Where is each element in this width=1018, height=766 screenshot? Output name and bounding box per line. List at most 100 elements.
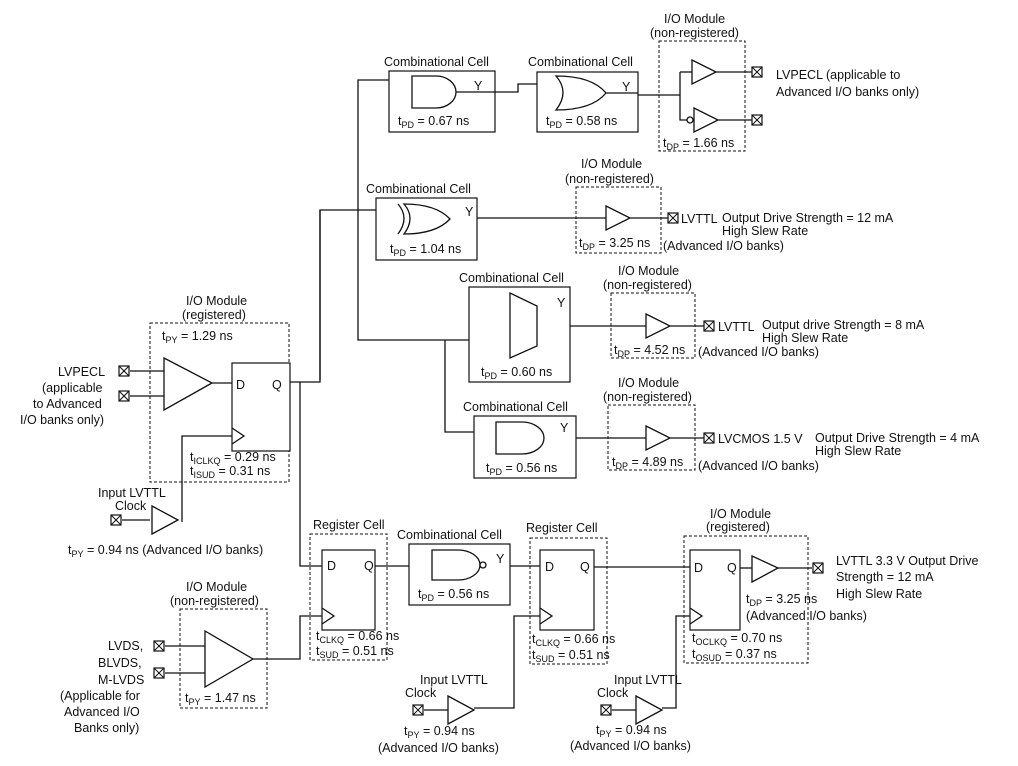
flip-flop-icon (231, 362, 291, 452)
output-buffer-icon (751, 554, 780, 584)
tpy-label: tPY = 1.47 ns (185, 691, 256, 707)
pin-icon (600, 704, 612, 716)
pin-y: Y (474, 79, 483, 93)
svg-text:M-LVDS: M-LVDS (98, 673, 144, 687)
tpy-label: tPY = 0.94 ns (596, 723, 667, 739)
tpd-label: tPD = 0.60 ns (481, 365, 552, 381)
pin-y: Y (622, 80, 631, 94)
io-module-top: I/O Module (non-registered) tDP = 1.66 n… (650, 12, 746, 152)
tpy-label: tPY = 0.94 ns (Advanced I/O banks) (68, 543, 263, 559)
cell-title: Combinational Cell (366, 182, 471, 196)
nand-gate-icon (431, 549, 481, 581)
pin-icon (118, 365, 130, 377)
svg-text:Advanced I/O: Advanced I/O (64, 705, 140, 719)
tpy-label: tPY = 0.94 ns (404, 724, 475, 740)
tdp-label: tDP = 3.25 ns (746, 592, 817, 608)
io-module-lvcmos: I/O Module (non-registered) tDP = 4.89 n… (603, 376, 696, 471)
clock-label-2: Clock (405, 686, 437, 700)
tpd-label: tPD = 1.04 ns (390, 242, 461, 258)
output-desc: Output Drive Strength = 12 mA (722, 211, 894, 225)
output-name: LVCMOS 1.5 V (718, 432, 803, 446)
tpd-label: tPD = 0.56 ns (418, 587, 489, 603)
output-name: LVTTL (718, 320, 755, 334)
register-cell-1: Register Cell D Q tCLKQ = 0.66 ns tSUD =… (309, 518, 399, 661)
input-buffer-icon (204, 629, 255, 689)
pin-d: D (545, 560, 554, 574)
pin-icon (153, 667, 165, 679)
nand-cell: Combinational Cell Y tPD = 0.56 ns (397, 528, 511, 606)
and-cell-top: Combinational Cell Y tPD = 0.67 ns (384, 55, 496, 133)
cell-title: Combinational Cell (397, 528, 502, 542)
register-cell-2: Register Cell D Q tCLKQ = 0.66 ns tSUD =… (526, 521, 615, 665)
output-buffer-icon (605, 204, 632, 232)
module-title: I/O Module (618, 264, 679, 278)
pin-d: D (694, 561, 703, 575)
pin-icon (667, 212, 679, 224)
lvpecl-input-label: LVPECL (applicable to Advanced I/O banks… (20, 365, 105, 427)
tsud-label: tSUD = 0.51 ns (316, 644, 394, 660)
output-buffer-icon (645, 312, 672, 340)
cell-title: Register Cell (526, 521, 598, 535)
tdp-label: tDP = 1.66 ns (663, 136, 734, 152)
module-title: I/O Module (186, 580, 247, 594)
tpy-label: tPY = 1.29 ns (162, 329, 233, 345)
cell-title: Combinational Cell (384, 55, 489, 69)
module-subtitle: (registered) (706, 520, 770, 534)
clock-label: Input LVTTL (614, 673, 682, 687)
pin-q: Q (364, 559, 374, 573)
bank-note: (Advanced I/O banks) (698, 345, 819, 359)
pin-icon (153, 640, 165, 652)
lvpecl-output-label-2: Advanced I/O banks only) (776, 85, 919, 99)
io-module-registered-left: I/O Module (registered) tPY = 1.29 ns D … (149, 294, 291, 483)
clock-label: Input LVTTL (98, 486, 166, 500)
module-subtitle: (non-registered) (603, 390, 692, 404)
tclkq-label: tCLKQ = 0.66 ns (316, 629, 399, 645)
tclkq-label: tCLKQ = 0.66 ns (532, 632, 615, 648)
pin-icon (703, 432, 715, 444)
output-desc-2: Strength = 12 mA (836, 570, 934, 584)
and-gate-icon (495, 421, 545, 455)
pin-icon (703, 320, 715, 332)
svg-text:LVDS,: LVDS, (108, 639, 143, 653)
module-title: I/O Module (186, 294, 247, 308)
cell-title: Combinational Cell (463, 400, 568, 414)
module-title: I/O Module (710, 507, 771, 521)
or-gate-icon (554, 75, 607, 111)
bank-note: (Advanced I/O banks) (698, 459, 819, 473)
output-buffer-icon (645, 424, 672, 452)
module-title: I/O Module (581, 157, 642, 171)
tdp-label: tDP = 3.25 ns (579, 236, 650, 252)
tdp-label: tDP = 4.52 ns (614, 343, 685, 359)
io-module-registered-right: I/O Module (registered) D Q tDP = 3.25 n… (683, 507, 817, 664)
pin-q: Q (272, 378, 282, 392)
io-module-lvttl12: I/O Module (non-registered) tDP = 3.25 n… (565, 157, 662, 254)
lvds-input-label: LVDS, BLVDS, M-LVDS (Applicable for Adva… (60, 639, 144, 735)
module-subtitle: (registered) (182, 308, 246, 322)
svg-text:to Advanced: to Advanced (33, 397, 102, 411)
clock-label-2: Clock (597, 686, 629, 700)
output-desc: Output Drive Strength = 4 mA (815, 431, 980, 445)
io-module-lvds: I/O Module (non-registered) tPY = 1.47 n… (170, 580, 268, 709)
tsud-label: tSUD = 0.51 ns (532, 648, 610, 664)
cell-title: Combinational Cell (459, 271, 564, 285)
xor-cell: Combinational Cell Y tPD = 1.04 ns (366, 182, 478, 261)
pin-q: Q (727, 561, 737, 575)
bank-note: (Advanced I/O banks) (570, 739, 691, 753)
bank-note: (Advanced I/O banks) (746, 609, 867, 623)
xor-gate-icon (402, 203, 451, 235)
pin-d: D (327, 559, 336, 573)
clock-buffer-icon (447, 694, 476, 726)
lvpecl-output-label: LVPECL (applicable to (776, 68, 900, 82)
and-gate-icon (411, 75, 457, 109)
pin-icon (110, 514, 122, 526)
output-name: LVTTL (681, 212, 718, 226)
svg-text:(Applicable for: (Applicable for (60, 689, 140, 703)
module-subtitle: (non-registered) (603, 278, 692, 292)
output-desc: LVTTL 3.3 V Output Drive (836, 554, 978, 568)
tpd-label: tPD = 0.67 ns (398, 114, 469, 130)
flip-flop-icon (689, 549, 741, 631)
svg-text:Banks only): Banks only) (74, 721, 139, 735)
output-desc-3: High Slew Rate (836, 587, 922, 601)
module-subtitle: (non-registered) (650, 26, 739, 40)
output-buffer-inverted-icon (693, 106, 720, 134)
